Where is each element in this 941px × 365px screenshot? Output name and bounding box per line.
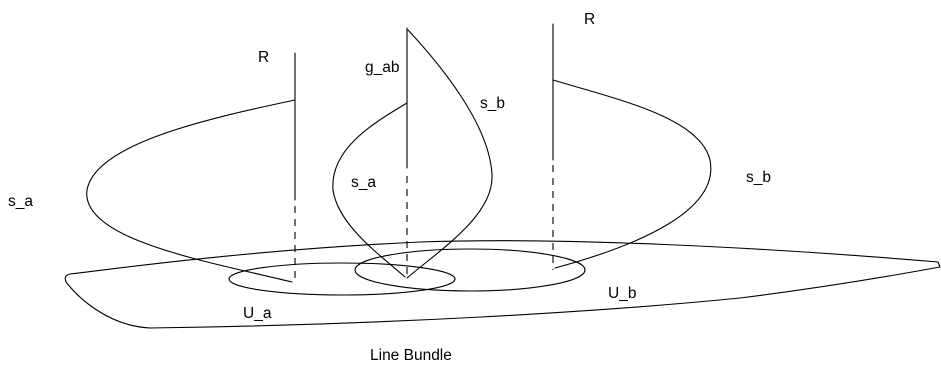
label-u-a: U_a [243, 305, 272, 322]
label-s-a-left: s_a [8, 193, 33, 210]
section-s-a-left-curve [86, 99, 296, 283]
label-u-b: U_b [608, 285, 636, 302]
label-s-a-middle: s_a [351, 174, 376, 191]
diagram-caption: Line Bundle [370, 347, 452, 364]
label-r-left: R [258, 49, 269, 66]
section-s-b-right-curve [552, 79, 712, 269]
section-s-a-middle-curve [332, 102, 408, 278]
label-r-right: R [584, 11, 595, 28]
label-s-b-top: s_b [480, 95, 505, 112]
open-set-u-b [354, 248, 586, 292]
label-g-ab: g_ab [365, 59, 399, 76]
label-s-b-right: s_b [746, 169, 771, 186]
open-set-u-a [228, 262, 456, 296]
base-manifold-outline [64, 240, 941, 329]
section-s-b-middle-curve [406, 29, 493, 279]
